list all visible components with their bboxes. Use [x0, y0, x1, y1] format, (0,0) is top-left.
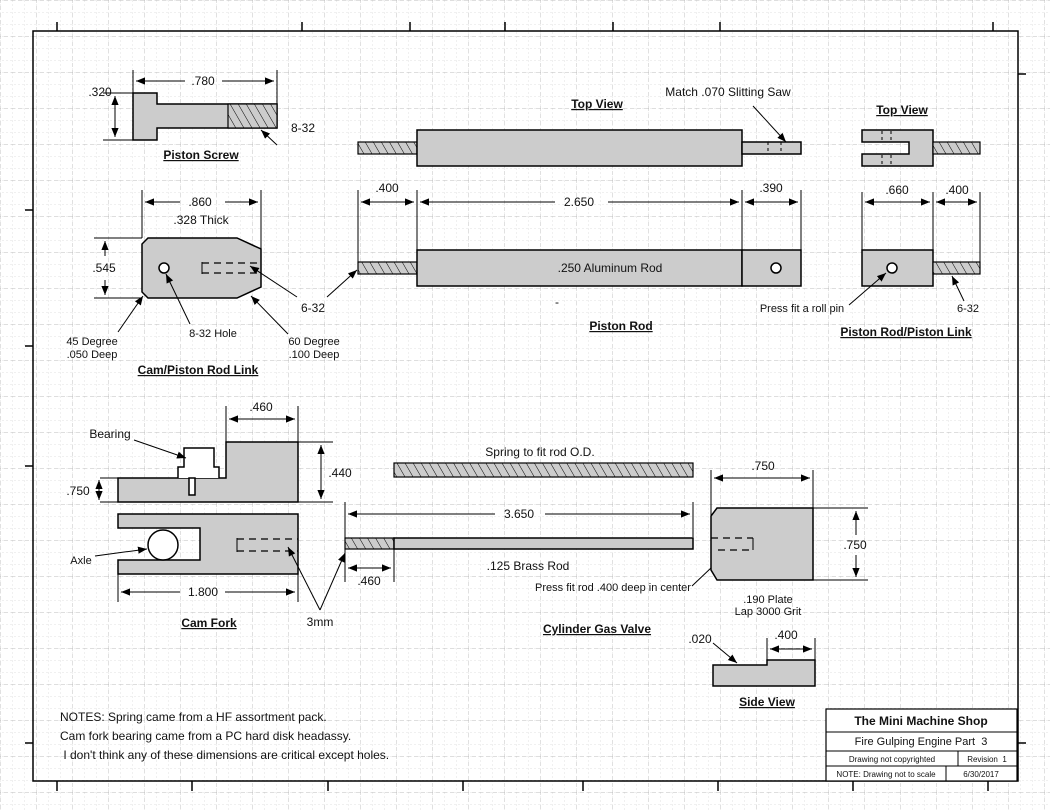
piston-link-thread-dim: .400 — [945, 183, 969, 197]
cam-link-length-dim: .860 — [188, 195, 212, 209]
bolt-size-label: 3mm — [307, 615, 334, 629]
cam-link-height-dim: .545 — [92, 261, 116, 275]
piston-screw-thread-label: 8-32 — [291, 121, 315, 135]
gas-valve-title: Cylinder Gas Valve — [543, 622, 651, 636]
cam-fork-view: .460 .440 .750 Bearing Axle 1.800 3mm Ca… — [66, 400, 352, 630]
notes-block: NOTES: Spring came from a HF assortment … — [60, 710, 389, 762]
piston-screw-title: Piston Screw — [163, 148, 239, 162]
gas-valve-thread-dim: .460 — [357, 574, 381, 588]
press-fit-note: Press fit rod .400 deep in center — [535, 582, 691, 594]
note-line-1: NOTES: Spring came from a HF assortment … — [60, 710, 327, 724]
piston-rod-material-label: .250 Aluminum Rod — [558, 261, 663, 275]
cam-fork-top-dim: .460 — [249, 400, 273, 414]
piston-rod-end-dim: .390 — [759, 181, 783, 195]
side-view-length-dim: .400 — [774, 628, 798, 642]
note-line-3: I don't think any of these dimensions ar… — [60, 748, 389, 762]
cam-link-title: Cam/Piston Rod Link — [138, 363, 259, 377]
slitting-saw-note: Match .070 Slitting Saw — [665, 85, 791, 99]
piston-rod-title: Piston Rod — [589, 319, 652, 333]
piston-link-title: Piston Rod/Piston Link — [840, 325, 972, 339]
cam-link-thickness-label: .328 Thick — [173, 213, 229, 227]
piston-rod-thread-dim: .400 — [375, 181, 399, 195]
lap-grit-label: Lap 3000 Grit — [735, 606, 802, 618]
revision-label: Revision 1 — [967, 755, 1007, 764]
copyright-note: Drawing not copyrighted — [849, 755, 935, 764]
cam-link-view: .860 .328 Thick .545 45 Degree .050 Deep… — [66, 190, 358, 377]
cam-link-chamfer-right-depth: .100 Deep — [289, 349, 340, 361]
piston-rod-view: Top View Match .070 Slitting Saw .400 2.… — [357, 85, 802, 333]
piston-link-top-view-title: Top View — [876, 103, 928, 117]
piston-screw-view: .780 .320 8-32 Piston Screw — [88, 70, 315, 162]
title-block: The Mini Machine Shop Fire Gulping Engin… — [825, 708, 1018, 782]
scale-note: NOTE: Drawing not to scale — [836, 770, 936, 779]
piston-link-view: Top View .660 .400 Press fit a roll pin … — [760, 103, 981, 339]
gas-valve-view: Spring to fit rod O.D. 3.650 .460 .125 B… — [344, 445, 868, 709]
cam-link-chamfer-right-angle: 60 Degree — [288, 336, 339, 348]
piston-screw-height-dim: .320 — [88, 85, 112, 99]
side-view-step-dim: .020 — [688, 632, 712, 646]
project-name: Fire Gulping Engine Part 3 — [855, 736, 988, 748]
piston-rod-body-dim: 2.650 — [564, 195, 594, 209]
drawing-date: 6/30/2017 — [963, 770, 999, 779]
piston-link-body-dim: .660 — [885, 183, 909, 197]
piston-rod-top-view-title: Top View — [571, 97, 623, 111]
cam-link-hole-label: 8-32 Hole — [189, 328, 237, 340]
cam-link-thread-label: 6-32 — [301, 301, 325, 315]
piston-link-thread-label: 6-32 — [957, 303, 979, 315]
cam-fork-length-dim: 1.800 — [188, 585, 218, 599]
axle-label: Axle — [70, 555, 91, 567]
plate-thickness-label: .190 Plate — [743, 594, 793, 606]
company-name: The Mini Machine Shop — [854, 714, 987, 728]
note-line-2: Cam fork bearing came from a PC hard dis… — [60, 729, 351, 743]
spring-note: Spring to fit rod O.D. — [485, 445, 594, 459]
cam-fork-thickness-dim: .750 — [66, 484, 90, 498]
plate-height-dim: .750 — [843, 538, 867, 552]
plate-width-dim: .750 — [751, 459, 775, 473]
piston-rod-stray-mark: - — [555, 295, 559, 309]
roll-pin-note: Press fit a roll pin — [760, 303, 844, 315]
border-ticks — [25, 22, 1026, 791]
cam-link-chamfer-left-depth: .050 Deep — [67, 349, 118, 361]
side-view-title: Side View — [739, 695, 795, 709]
cam-fork-title: Cam Fork — [181, 616, 237, 630]
cam-fork-height-dim: .440 — [328, 466, 352, 480]
drawing-border — [32, 30, 1019, 782]
bearing-label: Bearing — [89, 427, 130, 441]
piston-screw-length-dim: .780 — [191, 74, 215, 88]
brass-rod-label: .125 Brass Rod — [487, 559, 570, 573]
gas-valve-length-dim: 3.650 — [504, 507, 534, 521]
cam-link-chamfer-left-angle: 45 Degree — [66, 336, 117, 348]
